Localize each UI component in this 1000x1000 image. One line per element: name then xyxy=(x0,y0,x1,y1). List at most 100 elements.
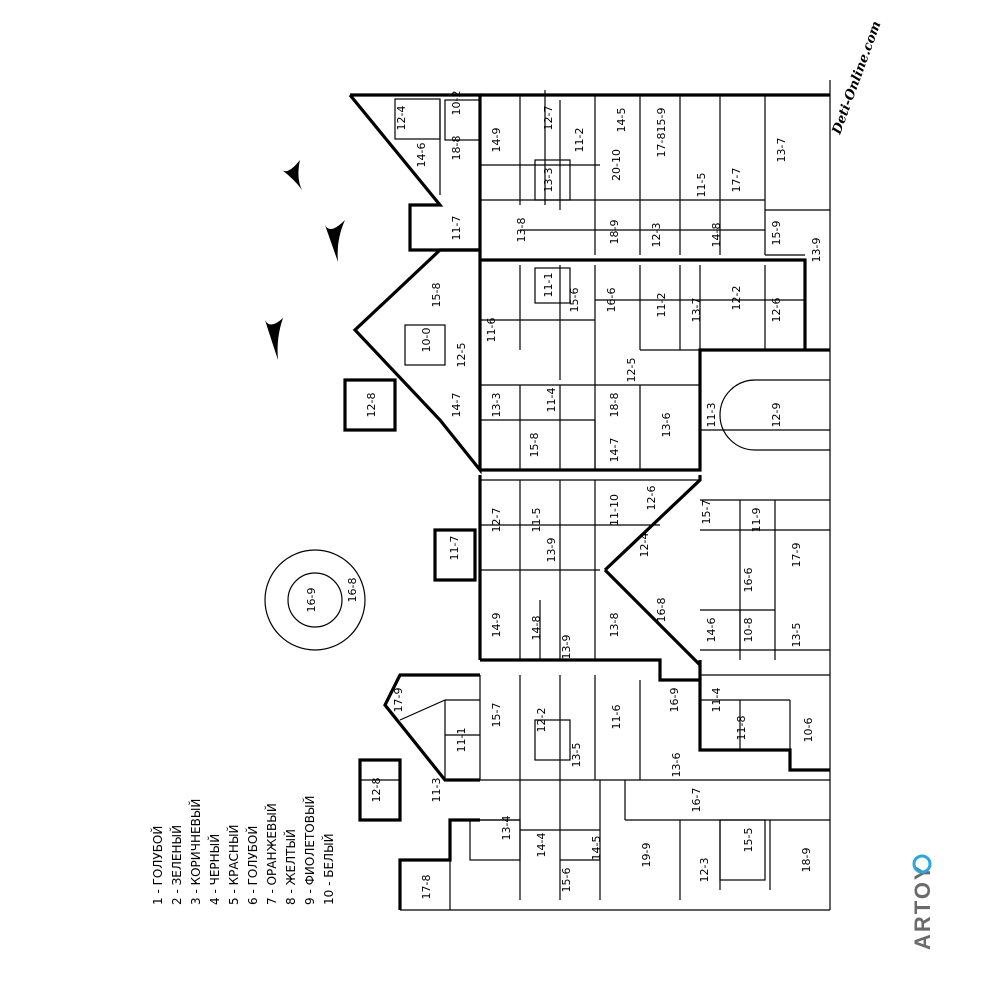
bird-icon xyxy=(282,160,302,190)
legend-item: 10 - БЕЛЫЙ xyxy=(321,833,336,905)
region-label: 11-4 xyxy=(710,688,723,713)
color-legend: 1 - ГОЛУБОЙ 2 - ЗЕЛЕНЫЙ 3 - КОРИЧНЕВЫЙ 4… xyxy=(150,795,336,905)
legend-item: 4 - ЧЕРНЫЙ xyxy=(207,834,222,905)
region-label: 11-4 xyxy=(545,388,558,413)
region-label: 16-6 xyxy=(605,288,618,313)
region-label: 15-6 xyxy=(560,868,573,893)
region-label: 13-5 xyxy=(790,623,803,648)
region-label: 14-5 xyxy=(615,108,628,133)
region-label: 12-6 xyxy=(645,486,658,511)
legend-item: 1 - ГОЛУБОЙ xyxy=(150,826,165,905)
region-label: 15-8 xyxy=(430,283,443,308)
region-label: 11-7 xyxy=(450,216,463,241)
region-label: 13-9 xyxy=(810,238,823,263)
legend-item: 3 - КОРИЧНЕВЫЙ xyxy=(188,799,203,905)
region-label: 17-9 xyxy=(790,543,803,568)
region-label: 11-7 xyxy=(448,536,461,561)
region-label: 14-4 xyxy=(535,833,548,858)
region-label: 12-3 xyxy=(698,858,711,883)
region-label: 14-8 xyxy=(710,223,723,248)
region-label: 16-9 xyxy=(668,688,681,713)
region-label: 18-8 xyxy=(608,393,621,418)
artoy-logo: ARTOY xyxy=(910,854,935,950)
region-label: 17-9 xyxy=(392,688,405,713)
region-label: 14-8 xyxy=(530,616,543,641)
region-label: 15-7 xyxy=(490,703,503,728)
region-label: 13-4 xyxy=(500,816,513,841)
region-label: 12-5 xyxy=(625,358,638,383)
region-label: 12-4 xyxy=(638,533,651,558)
region-label: 12-3 xyxy=(650,223,663,248)
region-label: 17-8 xyxy=(655,133,668,158)
region-label: 16-6 xyxy=(742,568,755,593)
region-label: 18-9 xyxy=(608,220,621,245)
region-label: 18-9 xyxy=(800,848,813,873)
region-label: 10-0 xyxy=(420,328,433,353)
region-label: 14-6 xyxy=(705,618,718,643)
region-label: 11-1 xyxy=(455,728,468,753)
region-label: 19-9 xyxy=(640,843,653,868)
region-label: 15-9 xyxy=(770,221,783,246)
region-label: 11-3 xyxy=(430,778,443,803)
region-label: 13-5 xyxy=(570,743,583,768)
region-label: 17-7 xyxy=(730,168,743,193)
region-label: 13-6 xyxy=(670,753,683,778)
sun-label: 16-9 xyxy=(305,588,318,613)
region-label: 11-10 xyxy=(608,494,621,526)
region-label: 12-6 xyxy=(770,298,783,323)
region-label: 16-8 xyxy=(655,598,668,623)
region-label: 11-2 xyxy=(573,128,586,153)
sun-label: 16-8 xyxy=(346,578,359,603)
region-label: 11-5 xyxy=(530,508,543,533)
region-label: 13-9 xyxy=(545,538,558,563)
region-label: 15-8 xyxy=(528,433,541,458)
region-label: 15-7 xyxy=(700,500,713,525)
region-label: 14-9 xyxy=(490,613,503,638)
region-label: 11-6 xyxy=(610,705,623,730)
sun xyxy=(264,549,366,651)
region-label: 14-7 xyxy=(608,438,621,463)
building-outlines xyxy=(343,93,830,910)
region-label: 11-6 xyxy=(485,318,498,343)
region-label: 11-9 xyxy=(750,508,763,533)
region-label: 13-3 xyxy=(490,393,503,418)
region-label: 16-7 xyxy=(690,788,703,813)
region-label: 13-7 xyxy=(690,298,703,323)
legend-item: 6 - ГОЛУБОЙ xyxy=(245,826,260,905)
region-label: 15-9 xyxy=(655,108,668,133)
region-label: 15-6 xyxy=(568,288,581,313)
region-label: 11-2 xyxy=(655,293,668,318)
bird-icon xyxy=(325,220,345,262)
region-label: 11-1 xyxy=(542,273,555,298)
region-label: 14-9 xyxy=(490,128,503,153)
svg-text:ARTOY: ARTOY xyxy=(910,863,935,950)
region-label: 12-2 xyxy=(535,708,548,733)
region-label: 13-3 xyxy=(542,168,555,193)
region-label: 14-7 xyxy=(450,393,463,418)
legend-item: 7 - ОРАНЖЕВЫЙ xyxy=(264,803,279,905)
legend-item: 5 - КРАСНЫЙ xyxy=(226,824,241,905)
region-label: 17-8 xyxy=(420,875,433,900)
region-label: 12-8 xyxy=(365,393,378,418)
legend-item: 8 - ЖЕЛТЫЙ xyxy=(283,829,298,905)
region-label: 12-2 xyxy=(730,286,743,311)
region-label: 11-3 xyxy=(705,403,718,428)
region-label: 12-7 xyxy=(542,106,555,131)
region-label: 10-6 xyxy=(802,718,815,743)
region-label: 18-8 xyxy=(450,136,463,161)
region-label: 13-6 xyxy=(660,413,673,438)
region-label: 14-5 xyxy=(590,836,603,861)
bird-icon xyxy=(265,318,283,360)
region-label: 14-6 xyxy=(415,143,428,168)
legend-item: 2 - ЗЕЛЕНЫЙ xyxy=(169,825,184,905)
region-label: 12-7 xyxy=(490,508,503,533)
region-label: 20-10 xyxy=(610,149,623,181)
region-label: 12-8 xyxy=(370,778,383,803)
region-label: 15-5 xyxy=(742,828,755,853)
region-label: 12-5 xyxy=(455,343,468,368)
legend-item: 9 - ФИОЛЕТОВЫЙ xyxy=(302,795,317,905)
region-label: 13-7 xyxy=(775,138,788,163)
region-label: 13-9 xyxy=(560,635,573,660)
